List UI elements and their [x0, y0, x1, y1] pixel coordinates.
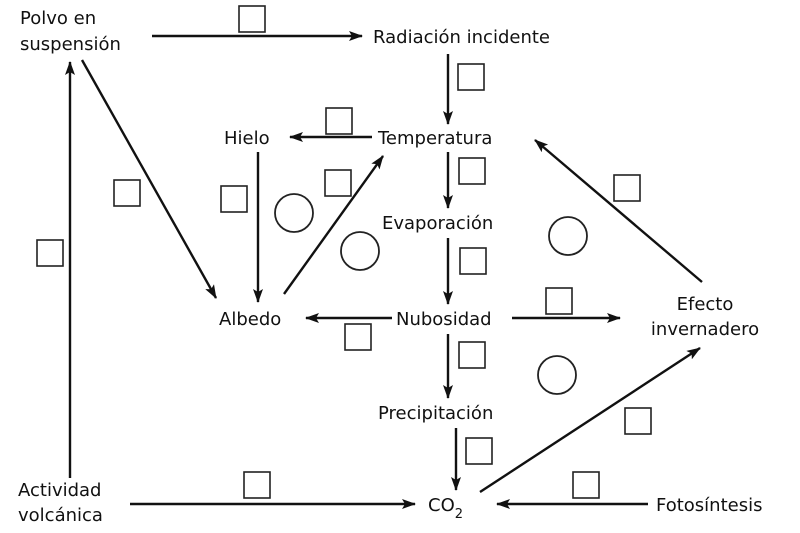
- edge-albedo-temperatura: [283, 155, 384, 295]
- sign-box[interactable]: [325, 107, 353, 135]
- node-polvo-line2: suspensión: [20, 34, 121, 55]
- loop-circles: [274, 193, 588, 395]
- co2-subscript: 2: [455, 507, 463, 522]
- co2-label: CO: [428, 495, 455, 516]
- sign-box[interactable]: [36, 239, 64, 267]
- sign-box[interactable]: [465, 437, 493, 465]
- loop-circle[interactable]: [537, 355, 577, 395]
- sign-box[interactable]: [459, 247, 487, 275]
- node-polvo-line1: Polvo en: [20, 8, 96, 29]
- sign-box[interactable]: [624, 407, 652, 435]
- node-efecto-line2: invernadero: [651, 319, 759, 340]
- loop-circle[interactable]: [548, 216, 588, 256]
- edge-efecto-temperatura: [534, 139, 703, 283]
- edge-polvo-albedo: [80, 59, 218, 299]
- edge-co2-efecto: [479, 346, 701, 494]
- sign-box[interactable]: [458, 341, 486, 369]
- node-hielo: Hielo: [224, 128, 270, 149]
- sign-box[interactable]: [243, 471, 271, 499]
- sign-box[interactable]: [324, 169, 352, 197]
- edges: [65, 31, 703, 509]
- node-fotosintesis: Fotosíntesis: [656, 495, 762, 516]
- node-efecto-line1: Efecto: [677, 294, 734, 315]
- sign-box[interactable]: [545, 287, 573, 315]
- node-actividad-line2: volcánica: [18, 505, 103, 526]
- sign-box[interactable]: [344, 323, 372, 351]
- sign-box[interactable]: [572, 471, 600, 499]
- sign-box[interactable]: [220, 185, 248, 213]
- node-evaporacion: Evaporación: [382, 213, 493, 234]
- node-albedo: Albedo: [219, 309, 281, 330]
- sign-box[interactable]: [613, 174, 641, 202]
- node-labels: Polvo en suspensión Radiación incidente …: [18, 8, 762, 526]
- node-temperatura: Temperatura: [377, 128, 492, 149]
- node-precipitacion: Precipitación: [378, 403, 493, 424]
- loop-circle[interactable]: [274, 193, 314, 233]
- node-actividad-line1: Actividad: [18, 480, 102, 501]
- sign-boxes: [36, 5, 652, 499]
- node-nubosidad: Nubosidad: [396, 309, 492, 330]
- sign-box[interactable]: [458, 157, 486, 185]
- sign-box[interactable]: [113, 179, 141, 207]
- node-co2: CO2: [428, 495, 463, 522]
- node-radiacion-incidente: Radiación incidente: [373, 27, 550, 48]
- sign-box[interactable]: [457, 63, 485, 91]
- loop-circle[interactable]: [340, 231, 380, 271]
- sign-box[interactable]: [238, 5, 266, 33]
